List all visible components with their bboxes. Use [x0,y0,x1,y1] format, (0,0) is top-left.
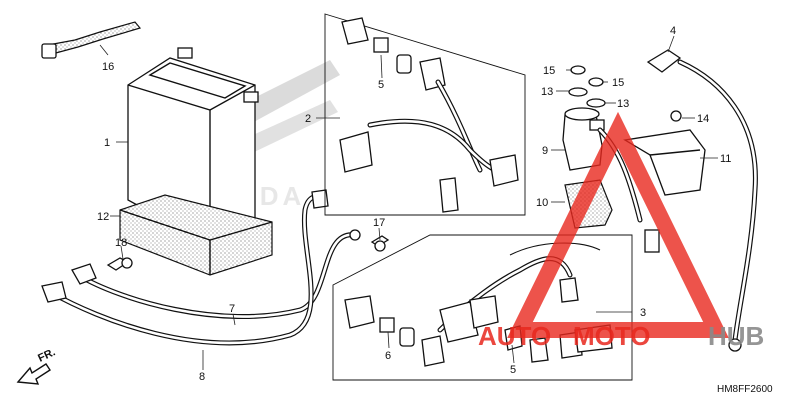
washer-13-right [586,98,606,108]
callout-18: 18 [115,237,127,249]
callout-17: 17 [373,217,385,229]
washer-13-left [568,87,588,97]
watermark-moto: MOTO [573,321,651,351]
callout-5-top: 5 [378,79,384,91]
callout-4: 4 [670,25,676,37]
callout-8: 8 [199,371,205,383]
callout-5-bottom: 5 [510,364,516,376]
direction-label: FR. [36,346,57,364]
screw-14 [670,110,682,122]
callout-11: 11 [720,153,731,165]
bolt-18 [106,257,133,271]
sub-harness-2 [339,17,519,213]
callout-13-right: 13 [617,98,629,110]
bolt-17 [370,235,390,252]
callout-16: 16 [102,61,114,73]
leader-lines [99,35,718,370]
callout-15-left: 15 [543,65,555,77]
callout-3: 3 [640,307,646,319]
diagram-code: HM8FF2600 [717,384,773,395]
cable-7 [71,229,361,319]
callout-2: 2 [305,113,311,125]
box-part-3 [332,234,633,381]
nut-15-left [570,65,586,75]
nut-15-right [588,77,604,87]
callouts: 1 2 3 4 5 5 6 7 8 9 10 11 12 13 13 14 15… [97,25,731,383]
callout-9: 9 [542,145,548,157]
cable-8 [41,189,329,346]
battery-strap [41,21,142,59]
callout-7: 7 [229,303,235,315]
callout-14: 14 [697,113,709,125]
front-direction-arrow-icon: FR. [16,346,57,385]
callout-6: 6 [385,350,391,362]
starter-cable-4 [646,49,758,352]
callout-1: 1 [104,137,110,149]
watermark-auto: AUTO [478,321,551,351]
relay-bracket-11 [623,129,706,196]
callout-13-left: 13 [541,86,553,98]
watermark-hub: HUB [708,321,764,351]
box-part-2 [324,13,526,216]
callout-10: 10 [536,197,548,209]
automotohub-watermark: AUTO MOTO HUB [478,111,764,351]
callout-15-right: 15 [612,77,624,89]
battery-pad [119,194,273,276]
callout-12: 12 [97,211,109,223]
